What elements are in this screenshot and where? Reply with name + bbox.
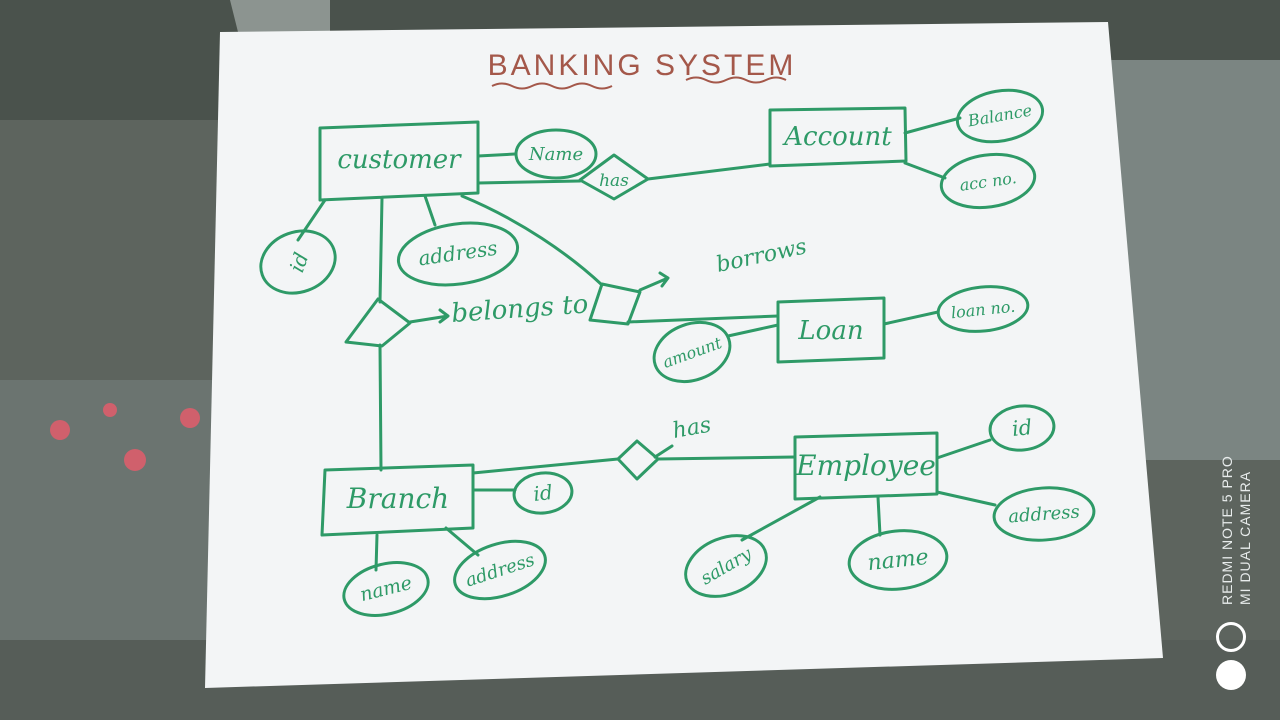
relationship-customer-account [578, 153, 650, 201]
line-customer-id [296, 198, 327, 242]
line-loan-amount [726, 323, 780, 338]
attr-loan-loanno [936, 285, 1030, 333]
line-branch-has [471, 457, 620, 475]
relationship-branch-employee [616, 439, 660, 481]
line-account-balance [903, 116, 962, 135]
line-customer-has [476, 179, 582, 185]
attr-customer-name [514, 128, 598, 180]
attr-customer-name-label: Name [528, 144, 583, 165]
title-underline-2 [685, 76, 787, 84]
line-customer-belongs [378, 196, 384, 304]
line-customer-borrows [460, 194, 604, 287]
entity-loan-label: Loan [797, 316, 863, 346]
line-has-employee [656, 455, 797, 461]
attr-employee-address-label: address [1008, 502, 1081, 528]
surface-house-shape [230, 0, 330, 40]
attr-customer-address [396, 221, 520, 287]
line-customer-address [423, 194, 437, 227]
attr-branch-address [453, 539, 547, 601]
entity-customer-label: customer [337, 145, 462, 175]
rel-customer-account-label: has [599, 171, 629, 191]
watermark-dot-icon [1216, 660, 1246, 690]
watermark-line-1: REDMI NOTE 5 PRO [1219, 455, 1235, 605]
attr-employee-address [992, 486, 1096, 542]
line-borrows-loan [626, 314, 780, 324]
entity-customer [318, 120, 480, 202]
er-diagram [259, 88, 1096, 617]
arrow-has-label [653, 444, 674, 459]
line-employee-name [876, 495, 882, 537]
arrow-belongs-label [408, 308, 450, 324]
surface-flower [103, 403, 117, 417]
entity-employee-label: Employee [795, 449, 936, 482]
line-branch-name [374, 533, 379, 572]
surface-flower [50, 420, 70, 440]
attr-employee-id-label: id [1011, 415, 1034, 441]
line-account-accno [903, 161, 947, 180]
watermark-line-2: MI DUAL CAMERA [1237, 470, 1253, 605]
diagram-title: BANKING SYSTEM [488, 49, 797, 82]
surface-flower [124, 449, 146, 471]
line-employee-address [935, 490, 997, 507]
attr-account-balance [955, 88, 1045, 144]
attr-loan-amount [652, 321, 732, 383]
line-belongs-branch [378, 343, 383, 472]
title-underline-1 [491, 82, 613, 90]
paper-sheet [205, 22, 1163, 688]
attr-branch-id-label: id [532, 480, 554, 506]
entity-employee [793, 431, 939, 501]
line-customer-name [476, 152, 517, 158]
line-employee-salary [740, 495, 822, 542]
relationship-customer-loan [588, 282, 642, 326]
attr-employee-name [847, 529, 949, 591]
line-employee-id [935, 438, 992, 460]
attr-employee-salary [684, 534, 768, 598]
line-has-account [646, 162, 772, 181]
attr-branch-name [342, 561, 430, 617]
attr-customer-id [259, 229, 337, 295]
entity-account [768, 106, 908, 168]
line-branch-address [444, 526, 480, 557]
arrow-borrows-label [638, 271, 670, 292]
relationship-customer-branch [344, 297, 412, 348]
entity-branch-label: Branch [346, 482, 449, 515]
entity-branch [320, 463, 475, 537]
entity-loan [776, 296, 886, 364]
attr-account-accno [939, 152, 1037, 210]
line-loan-loanno [882, 310, 940, 326]
camera-watermark: REDMI NOTE 5 PRO MI DUAL CAMERA [1218, 455, 1254, 605]
watermark-ring-icon [1216, 622, 1246, 652]
surface-flower [180, 408, 200, 428]
entity-account-label: Account [782, 122, 892, 152]
attr-employee-id [988, 404, 1056, 452]
attr-branch-id [512, 471, 574, 515]
